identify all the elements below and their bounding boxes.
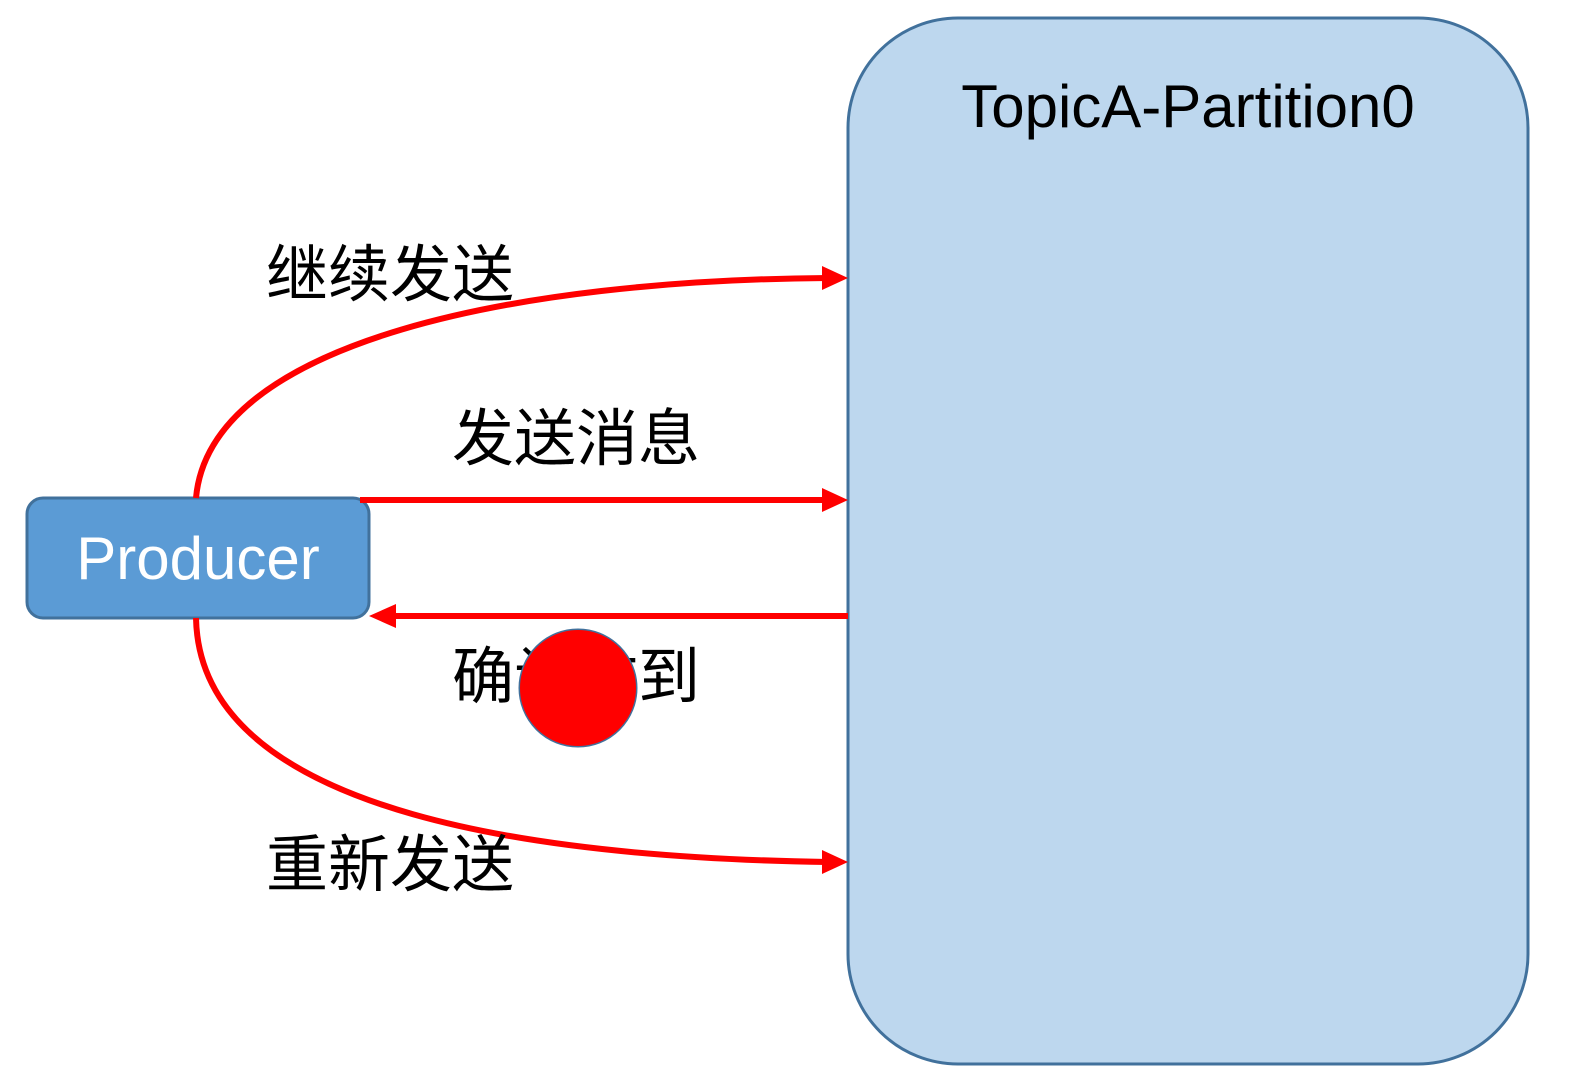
send-message-arrowhead	[822, 488, 848, 512]
partition-box	[846, 16, 1530, 1066]
continue-send-label: 继续发送	[266, 238, 515, 311]
ack-arrowhead	[369, 604, 396, 628]
resend-arrow	[193, 617, 829, 865]
partition-title: TopicA-Partition0	[961, 73, 1415, 140]
continue-send-arrow	[193, 275, 829, 499]
prohibit-icon	[518, 628, 638, 748]
resend-arrowhead	[822, 850, 848, 874]
resend-label: 重新发送	[266, 828, 515, 901]
producer-label: Producer	[76, 524, 320, 592]
send-message-label: 发送消息	[452, 402, 701, 475]
continue-send-arrowhead	[822, 266, 848, 290]
